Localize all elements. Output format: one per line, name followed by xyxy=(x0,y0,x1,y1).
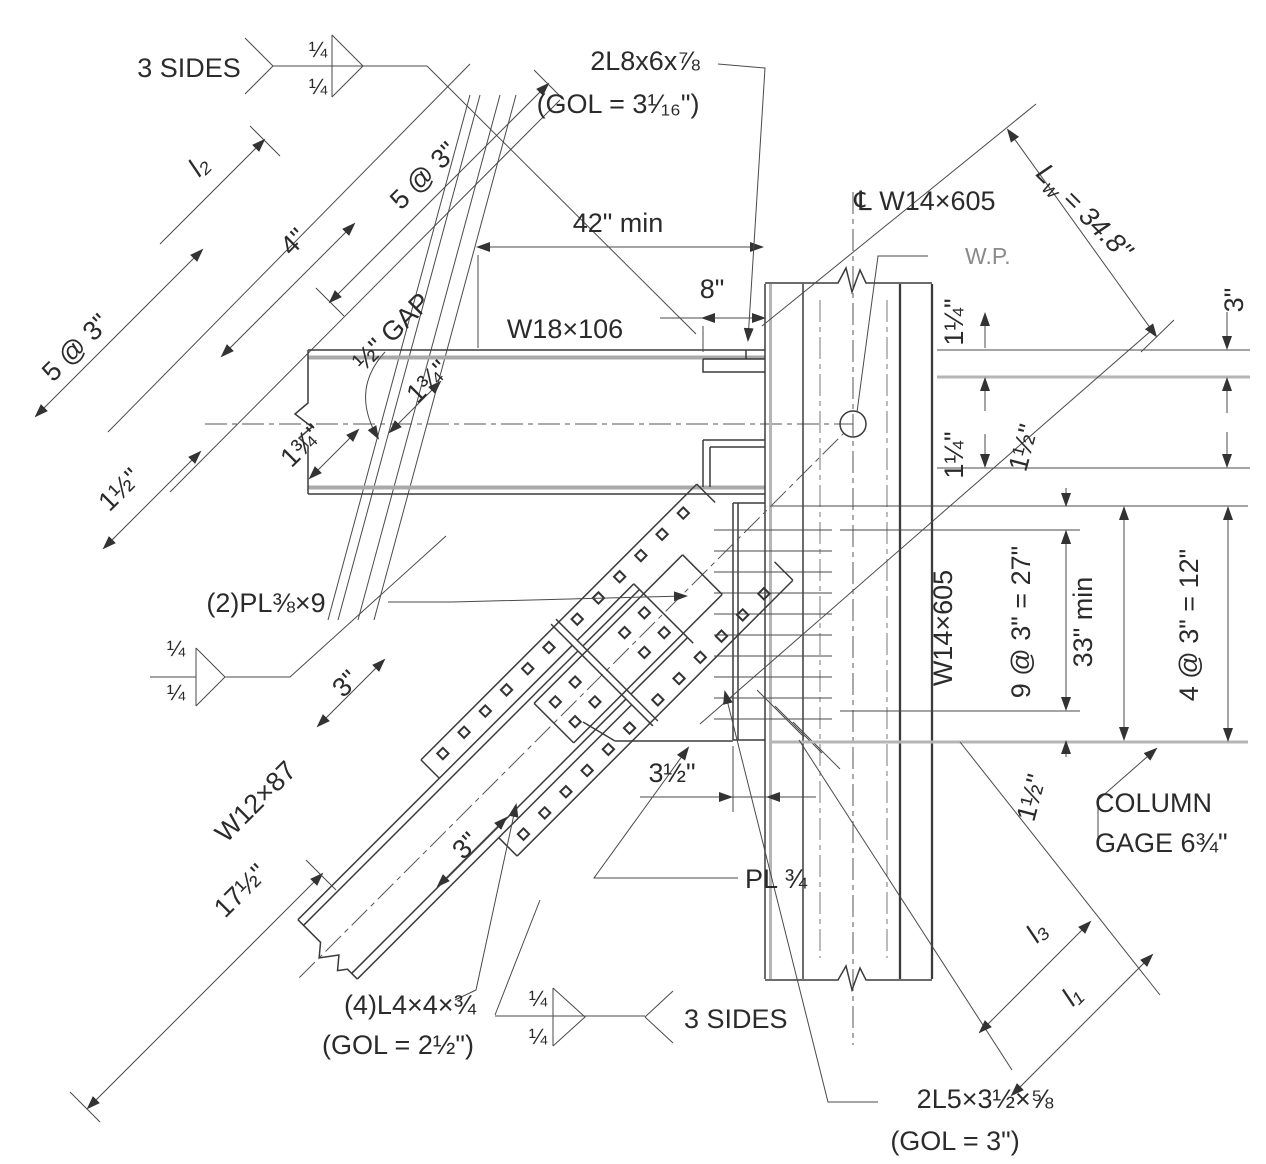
column-gage-line2: GAGE 6¾" xyxy=(1095,828,1228,858)
weld-symbol-mid xyxy=(150,535,447,707)
dim-1-5-bottom: 1½" xyxy=(1011,771,1052,824)
gusset-plate-label: PL ¾ xyxy=(745,864,808,894)
upper-left-extension-lines xyxy=(107,63,561,621)
dim-l3: l₃ xyxy=(1020,915,1053,948)
brace-label: W12×87 xyxy=(209,755,302,848)
weld-size-bottom-lower: ¼ xyxy=(529,1024,548,1049)
dimension-lines xyxy=(34,69,1233,1123)
dim-4at3: 4 @ 3" = 12" xyxy=(1174,549,1204,701)
weld-size-top-upper: ¼ xyxy=(309,37,328,62)
dim-3-5: 3½" xyxy=(648,758,695,788)
dim-33-min: 33" min xyxy=(1068,577,1098,668)
bottom-angles-gol: (GOL = 3") xyxy=(890,1126,1019,1156)
weld-note-bottom: 3 SIDES xyxy=(684,1004,788,1034)
bottom-angles-label: 2L5×3½×⅝ xyxy=(917,1084,1054,1114)
weld-note-top: 3 SIDES xyxy=(137,53,241,83)
weld-size-top-lower: ¼ xyxy=(309,74,328,99)
gusset-weld-ticks xyxy=(714,529,832,720)
column-centerline-label: ℄ W14×605 xyxy=(853,186,995,216)
dim-4: 4" xyxy=(274,222,313,261)
beam-w18 xyxy=(205,349,853,495)
dim-5at3-b: 5 @ 3" xyxy=(36,308,115,387)
top-angle-label: 2L8x6x⅞ xyxy=(590,46,700,76)
dim-l2: l₂ xyxy=(182,149,215,182)
dim-1-25-a: 1¼" xyxy=(939,298,969,345)
dim-1-75-b: 1¾" xyxy=(274,418,329,473)
splice-plates-label: (2)PL⅜×9 xyxy=(206,588,325,618)
dim-3-splice-a: 3" xyxy=(326,664,365,703)
top-angle-gol: (GOL = 3¹⁄₁₆") xyxy=(537,89,700,119)
dim-1-5-left: 1½" xyxy=(92,462,147,517)
bolt-rows-splice xyxy=(548,605,672,729)
column-label: W14×605 xyxy=(928,570,958,686)
dim-1-75-a: 1¾" xyxy=(400,354,455,409)
column-bottom-break xyxy=(765,964,932,993)
dim-1-5-right: 1½" xyxy=(1003,421,1044,474)
brace-w12-assembly xyxy=(297,432,845,980)
dim-5at3-a: 5 @ 3" xyxy=(384,136,463,215)
bolt-row-top xyxy=(435,506,691,761)
column-top-break xyxy=(765,265,932,295)
leader-lines xyxy=(388,63,1158,1103)
dim-3-right: 3" xyxy=(1219,288,1249,313)
weld-size-bottom-upper: ¼ xyxy=(529,986,548,1011)
weld-symbol-top xyxy=(244,34,697,335)
dim-8: 8" xyxy=(700,274,725,304)
brace-angles-gol: (GOL = 2½") xyxy=(322,1030,474,1060)
brace-angles-label: (4)L4×4×¾ xyxy=(344,990,477,1020)
work-point-label: W.P. xyxy=(965,243,1011,269)
weld-length-label: Lw = 34.8" xyxy=(1027,158,1139,270)
weld-symbol-bottom xyxy=(494,899,674,1047)
dim-3-splice-b: 3" xyxy=(446,826,485,865)
dim-l1: l₁ xyxy=(1056,980,1087,1011)
weld-size-mid-lower: ¼ xyxy=(167,680,186,705)
weld-size-mid-upper: ¼ xyxy=(167,636,186,661)
gusset-plate xyxy=(582,502,841,770)
column-gage-line1: COLUMN xyxy=(1095,788,1212,818)
bolt-row-bottom xyxy=(516,586,771,842)
labels: 3 SIDES ¼ ¼ 2L8x6x⅞ (GOL = 3¹⁄₁₆") 42" m… xyxy=(36,37,1249,1156)
work-point xyxy=(839,255,928,438)
dim-9at3: 9 @ 3" = 27" xyxy=(1006,546,1036,698)
beam-label: W18×106 xyxy=(507,314,623,344)
dim-17-5: 17½" xyxy=(208,858,273,923)
dim-42-min: 42" min xyxy=(573,208,664,238)
beam-end-clip-angles xyxy=(702,350,765,487)
column-w14 xyxy=(764,192,934,1045)
dim-1-25-b: 1¼" xyxy=(939,431,969,478)
